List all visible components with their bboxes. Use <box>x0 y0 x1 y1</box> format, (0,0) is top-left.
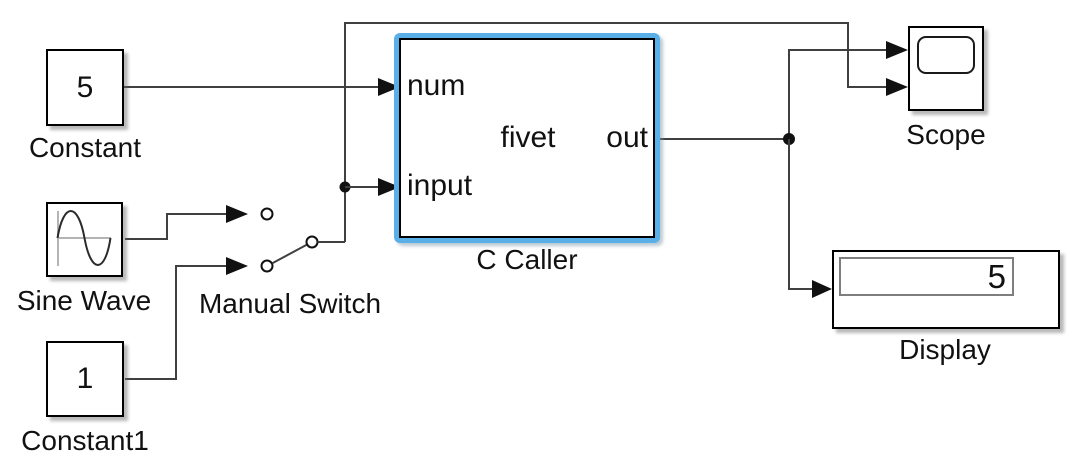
display-value: 5 <box>839 257 1014 296</box>
arrowhead-icon <box>226 257 248 275</box>
arrowhead-icon <box>886 78 908 96</box>
manual-switch-block-label[interactable]: Manual Switch <box>198 288 382 319</box>
constant1-value: 1 <box>76 362 94 395</box>
wire-sinewave-to-switch[interactable] <box>125 205 248 240</box>
wire-switch-to-ccaller-input[interactable] <box>345 178 400 196</box>
arrowhead-icon <box>812 280 832 298</box>
scope-block[interactable] <box>908 26 984 111</box>
wire-ccaller-to-scope[interactable] <box>660 41 908 140</box>
constant-block[interactable]: 5 <box>46 49 124 126</box>
arrowhead-icon <box>378 78 400 96</box>
scope-screen-icon <box>917 36 975 74</box>
switch-pivot-contact-icon <box>305 235 319 249</box>
c-caller-block-label[interactable]: C Caller <box>476 244 578 275</box>
switch-lever-icon <box>271 243 308 265</box>
switch-lower-contact-icon <box>260 259 274 273</box>
c-caller-block[interactable] <box>399 38 655 238</box>
sine-wave-block[interactable] <box>46 202 123 277</box>
display-block[interactable]: 5 <box>832 250 1060 329</box>
wire-ccaller-to-display[interactable] <box>788 139 832 298</box>
manual-switch-block[interactable] <box>260 207 346 273</box>
constant-block-label[interactable]: Constant <box>28 132 142 163</box>
constant1-block-label[interactable]: Constant1 <box>21 425 149 456</box>
wire-constant1-to-switch[interactable] <box>125 257 248 380</box>
constant-value: 5 <box>76 70 94 104</box>
arrowhead-icon <box>226 205 248 223</box>
c-caller-port-out-label: out <box>606 121 648 154</box>
c-caller-port-input-label: input <box>407 169 473 202</box>
c-caller-block-selection-highlight <box>394 33 660 243</box>
arrowhead-icon <box>378 178 400 196</box>
wire-switch-to-scope[interactable] <box>344 22 908 242</box>
c-caller-function-name: fivet <box>500 121 556 154</box>
switch-upper-contact-icon <box>260 207 274 221</box>
constant1-block[interactable]: 1 <box>46 341 124 417</box>
display-block-label[interactable]: Display <box>899 334 991 365</box>
wire-constant-to-ccaller-num[interactable] <box>124 78 400 96</box>
arrowhead-icon <box>886 41 908 59</box>
c-caller-port-num-label: num <box>407 69 466 102</box>
scope-block-label[interactable]: Scope <box>906 119 986 150</box>
sine-wave-icon <box>56 210 112 266</box>
sine-wave-block-label[interactable]: Sine Wave <box>16 285 152 316</box>
